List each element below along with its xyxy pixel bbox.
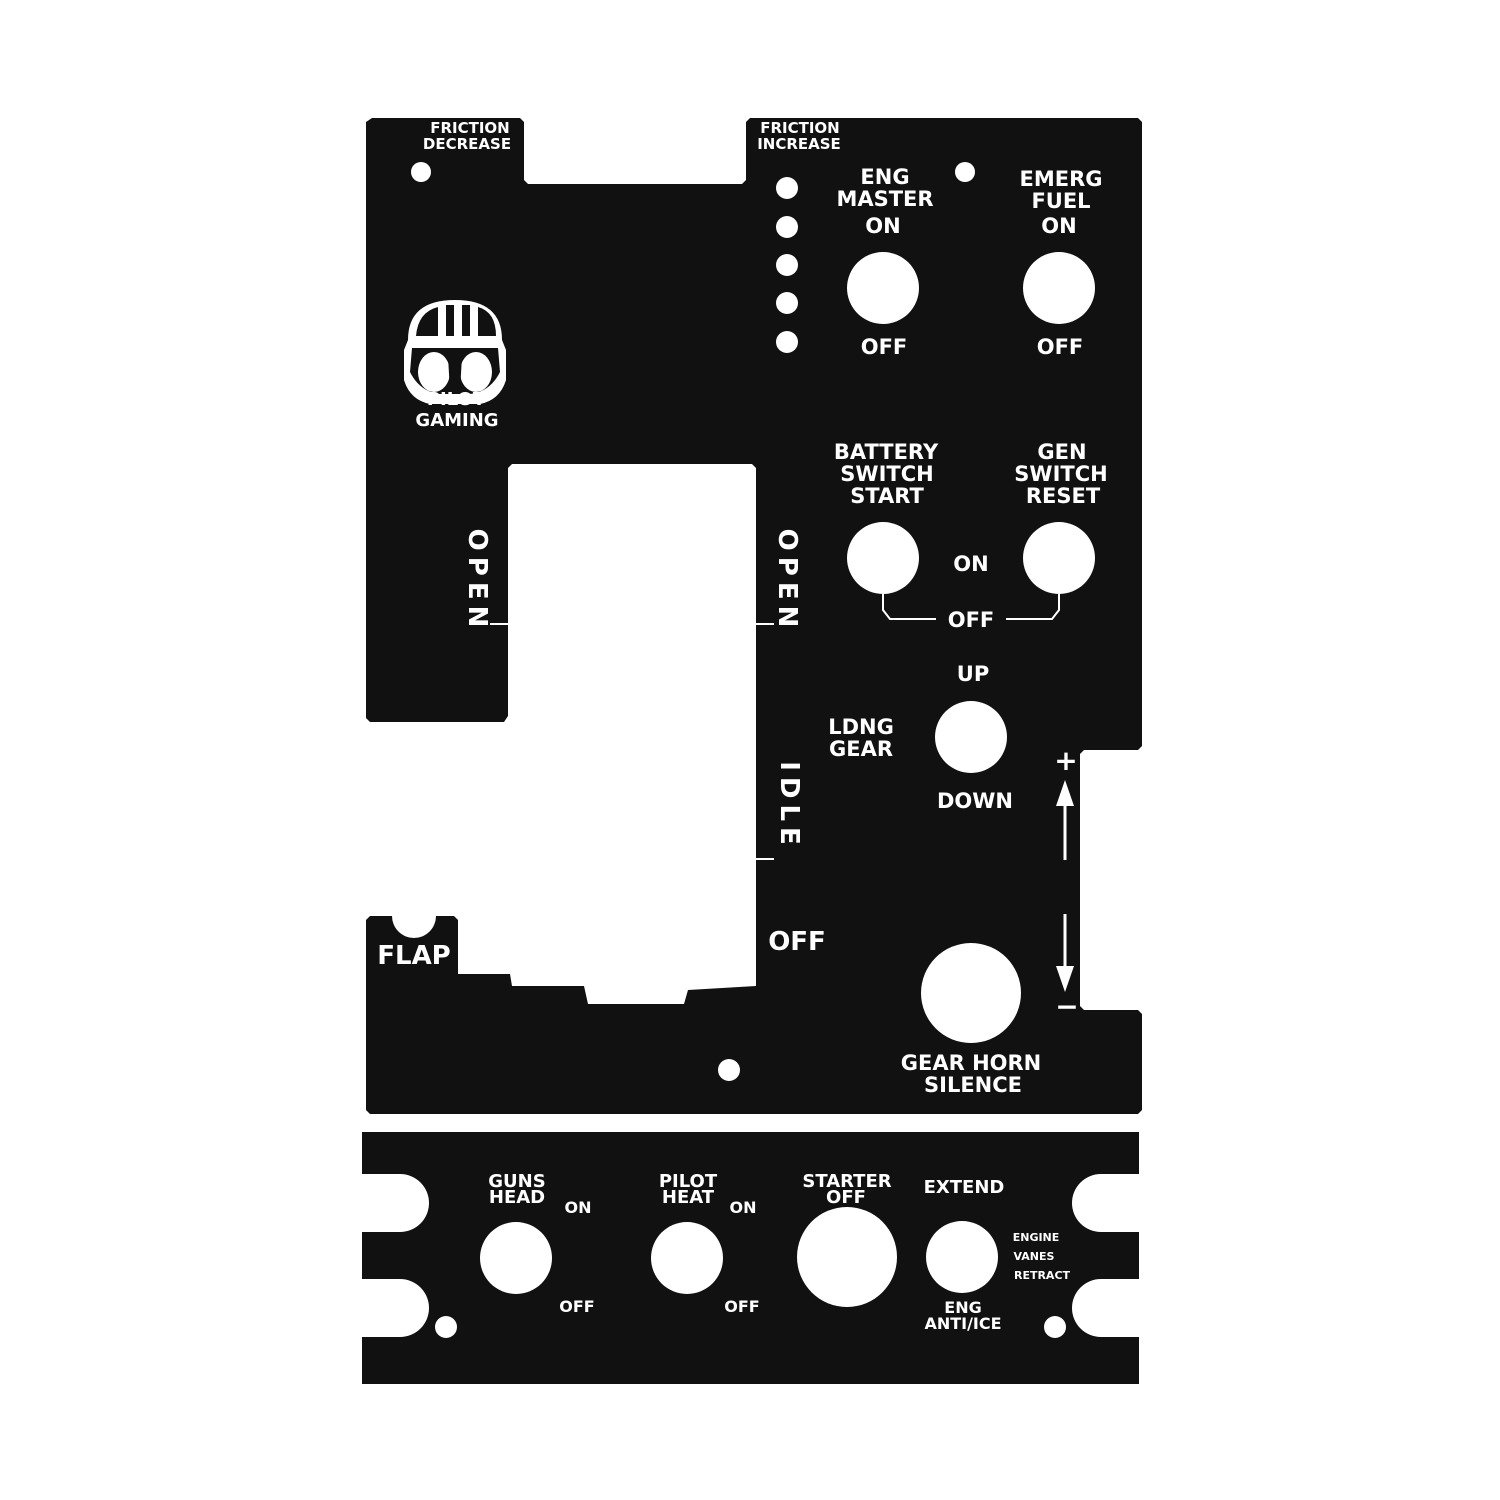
gen-switch-line1: GEN (1037, 440, 1086, 464)
pilot-heat-title-line1: PILOT (659, 1171, 718, 1192)
flap-label: FLAP (377, 941, 451, 971)
battery-switch-line2: SWITCH (840, 462, 933, 486)
engine-vanes-line1: ENGINE (1013, 1231, 1060, 1244)
mounting-hole (718, 1059, 740, 1081)
emerg-fuel-switch[interactable] (1023, 252, 1095, 324)
guns-head-off-label: OFF (559, 1297, 594, 1316)
lower-panel: GUNS HEAD ON OFF PILOT HEAT ON OFF START… (362, 1132, 1139, 1384)
guns-head-title-line1: GUNS (488, 1171, 545, 1192)
right-slot-bottom (1072, 1279, 1139, 1337)
eng-anti-ice-switch[interactable] (926, 1221, 998, 1293)
engine-vanes-line2: VANES (1014, 1250, 1055, 1263)
left-slot-bottom (362, 1279, 429, 1337)
indicator-dot (776, 254, 798, 276)
battery-gen-off-label: OFF (948, 608, 995, 632)
flap-notch (392, 916, 436, 938)
ldng-gear-up-label: UP (957, 662, 989, 686)
starter-title-line1: STARTER (802, 1171, 891, 1192)
friction-decrease-line2: DECREASE (423, 135, 511, 153)
guns-head-on-label: ON (565, 1198, 592, 1217)
eng-anti-ice-extend-label: EXTEND (924, 1177, 1005, 1198)
battery-gen-on-label: ON (953, 552, 988, 576)
eng-anti-ice-title-line1: ENG (944, 1298, 981, 1317)
eng-master-on-label: ON (865, 214, 900, 238)
gear-horn-line2: SILENCE (924, 1073, 1022, 1097)
upper-panel-plate (366, 118, 1142, 1114)
emerg-fuel-title-line2: FUEL (1031, 189, 1090, 213)
pilot-heat-off-label: OFF (724, 1297, 759, 1316)
emerg-fuel-on-label: ON (1041, 214, 1076, 238)
battery-switch[interactable] (847, 522, 919, 594)
emerg-fuel-off-label: OFF (1037, 335, 1084, 359)
guns-head-title-line2: HEAD (489, 1187, 545, 1208)
trim-up-arrow-icon (1056, 780, 1074, 806)
ldng-gear-down-label: DOWN (937, 789, 1013, 813)
trim-minus-label: − (1055, 990, 1078, 1023)
gear-horn-line1: GEAR HORN (901, 1051, 1042, 1075)
throttle-idle-label: IDLE (774, 761, 804, 851)
ldng-gear-title-line1: LDNG (828, 715, 894, 739)
gen-switch[interactable] (1023, 522, 1095, 594)
logo-line2: GAMING (415, 410, 498, 431)
trim-down-arrow-icon (1056, 966, 1074, 992)
battery-gen-bracket (882, 594, 1060, 620)
canopy-right-open-label: OPEN (772, 529, 802, 634)
eng-master-title-line2: MASTER (836, 187, 933, 211)
engine-vanes-line3: RETRACT (1014, 1269, 1071, 1282)
right-slot-top (1072, 1174, 1139, 1232)
eng-master-title-line1: ENG (860, 165, 909, 189)
trim-plus-label: + (1054, 744, 1077, 777)
guns-head-switch[interactable] (480, 1222, 552, 1294)
indicator-dot (955, 162, 975, 182)
friction-decrease-line1: FRICTION (430, 119, 510, 137)
starter-button[interactable] (797, 1207, 897, 1307)
upper-panel: FRICTION DECREASE FRICTION INCREASE ENG … (366, 118, 1142, 1114)
gen-switch-line2: SWITCH (1014, 462, 1107, 486)
eng-master-switch[interactable] (847, 252, 919, 324)
indicator-dot (776, 331, 798, 353)
indicator-dot (776, 177, 798, 199)
ldng-gear-switch[interactable] (935, 701, 1007, 773)
pilot-heat-title-line2: HEAT (662, 1187, 715, 1208)
pilot-heat-switch[interactable] (651, 1222, 723, 1294)
emerg-fuel-title-line1: EMERG (1020, 167, 1103, 191)
ldng-gear-title-line2: GEAR (829, 737, 893, 761)
starter-title-line2: OFF (826, 1187, 866, 1208)
friction-increase-line1: FRICTION (760, 119, 840, 137)
eng-master-off-label: OFF (861, 335, 908, 359)
battery-switch-line1: BATTERY (834, 440, 939, 464)
pilot-heat-on-label: ON (730, 1198, 757, 1217)
throttle-off-label: OFF (768, 927, 826, 957)
pilot-helmet-icon (404, 300, 506, 404)
indicator-dot (776, 216, 798, 238)
battery-switch-line3: START (850, 484, 924, 508)
eng-anti-ice-title-line2: ANTI/ICE (924, 1314, 1001, 1333)
mounting-hole (435, 1316, 457, 1338)
mounting-hole (1044, 1316, 1066, 1338)
gear-horn-silence-button[interactable] (921, 943, 1021, 1043)
gen-switch-line3: RESET (1026, 484, 1101, 508)
canopy-left-open-label: OPEN (462, 529, 492, 634)
logo-line1: PILOT (427, 389, 486, 410)
friction-increase-line2: INCREASE (757, 135, 841, 153)
friction-decrease-lamp (411, 162, 431, 182)
left-slot-top (362, 1174, 429, 1232)
indicator-dot (776, 292, 798, 314)
